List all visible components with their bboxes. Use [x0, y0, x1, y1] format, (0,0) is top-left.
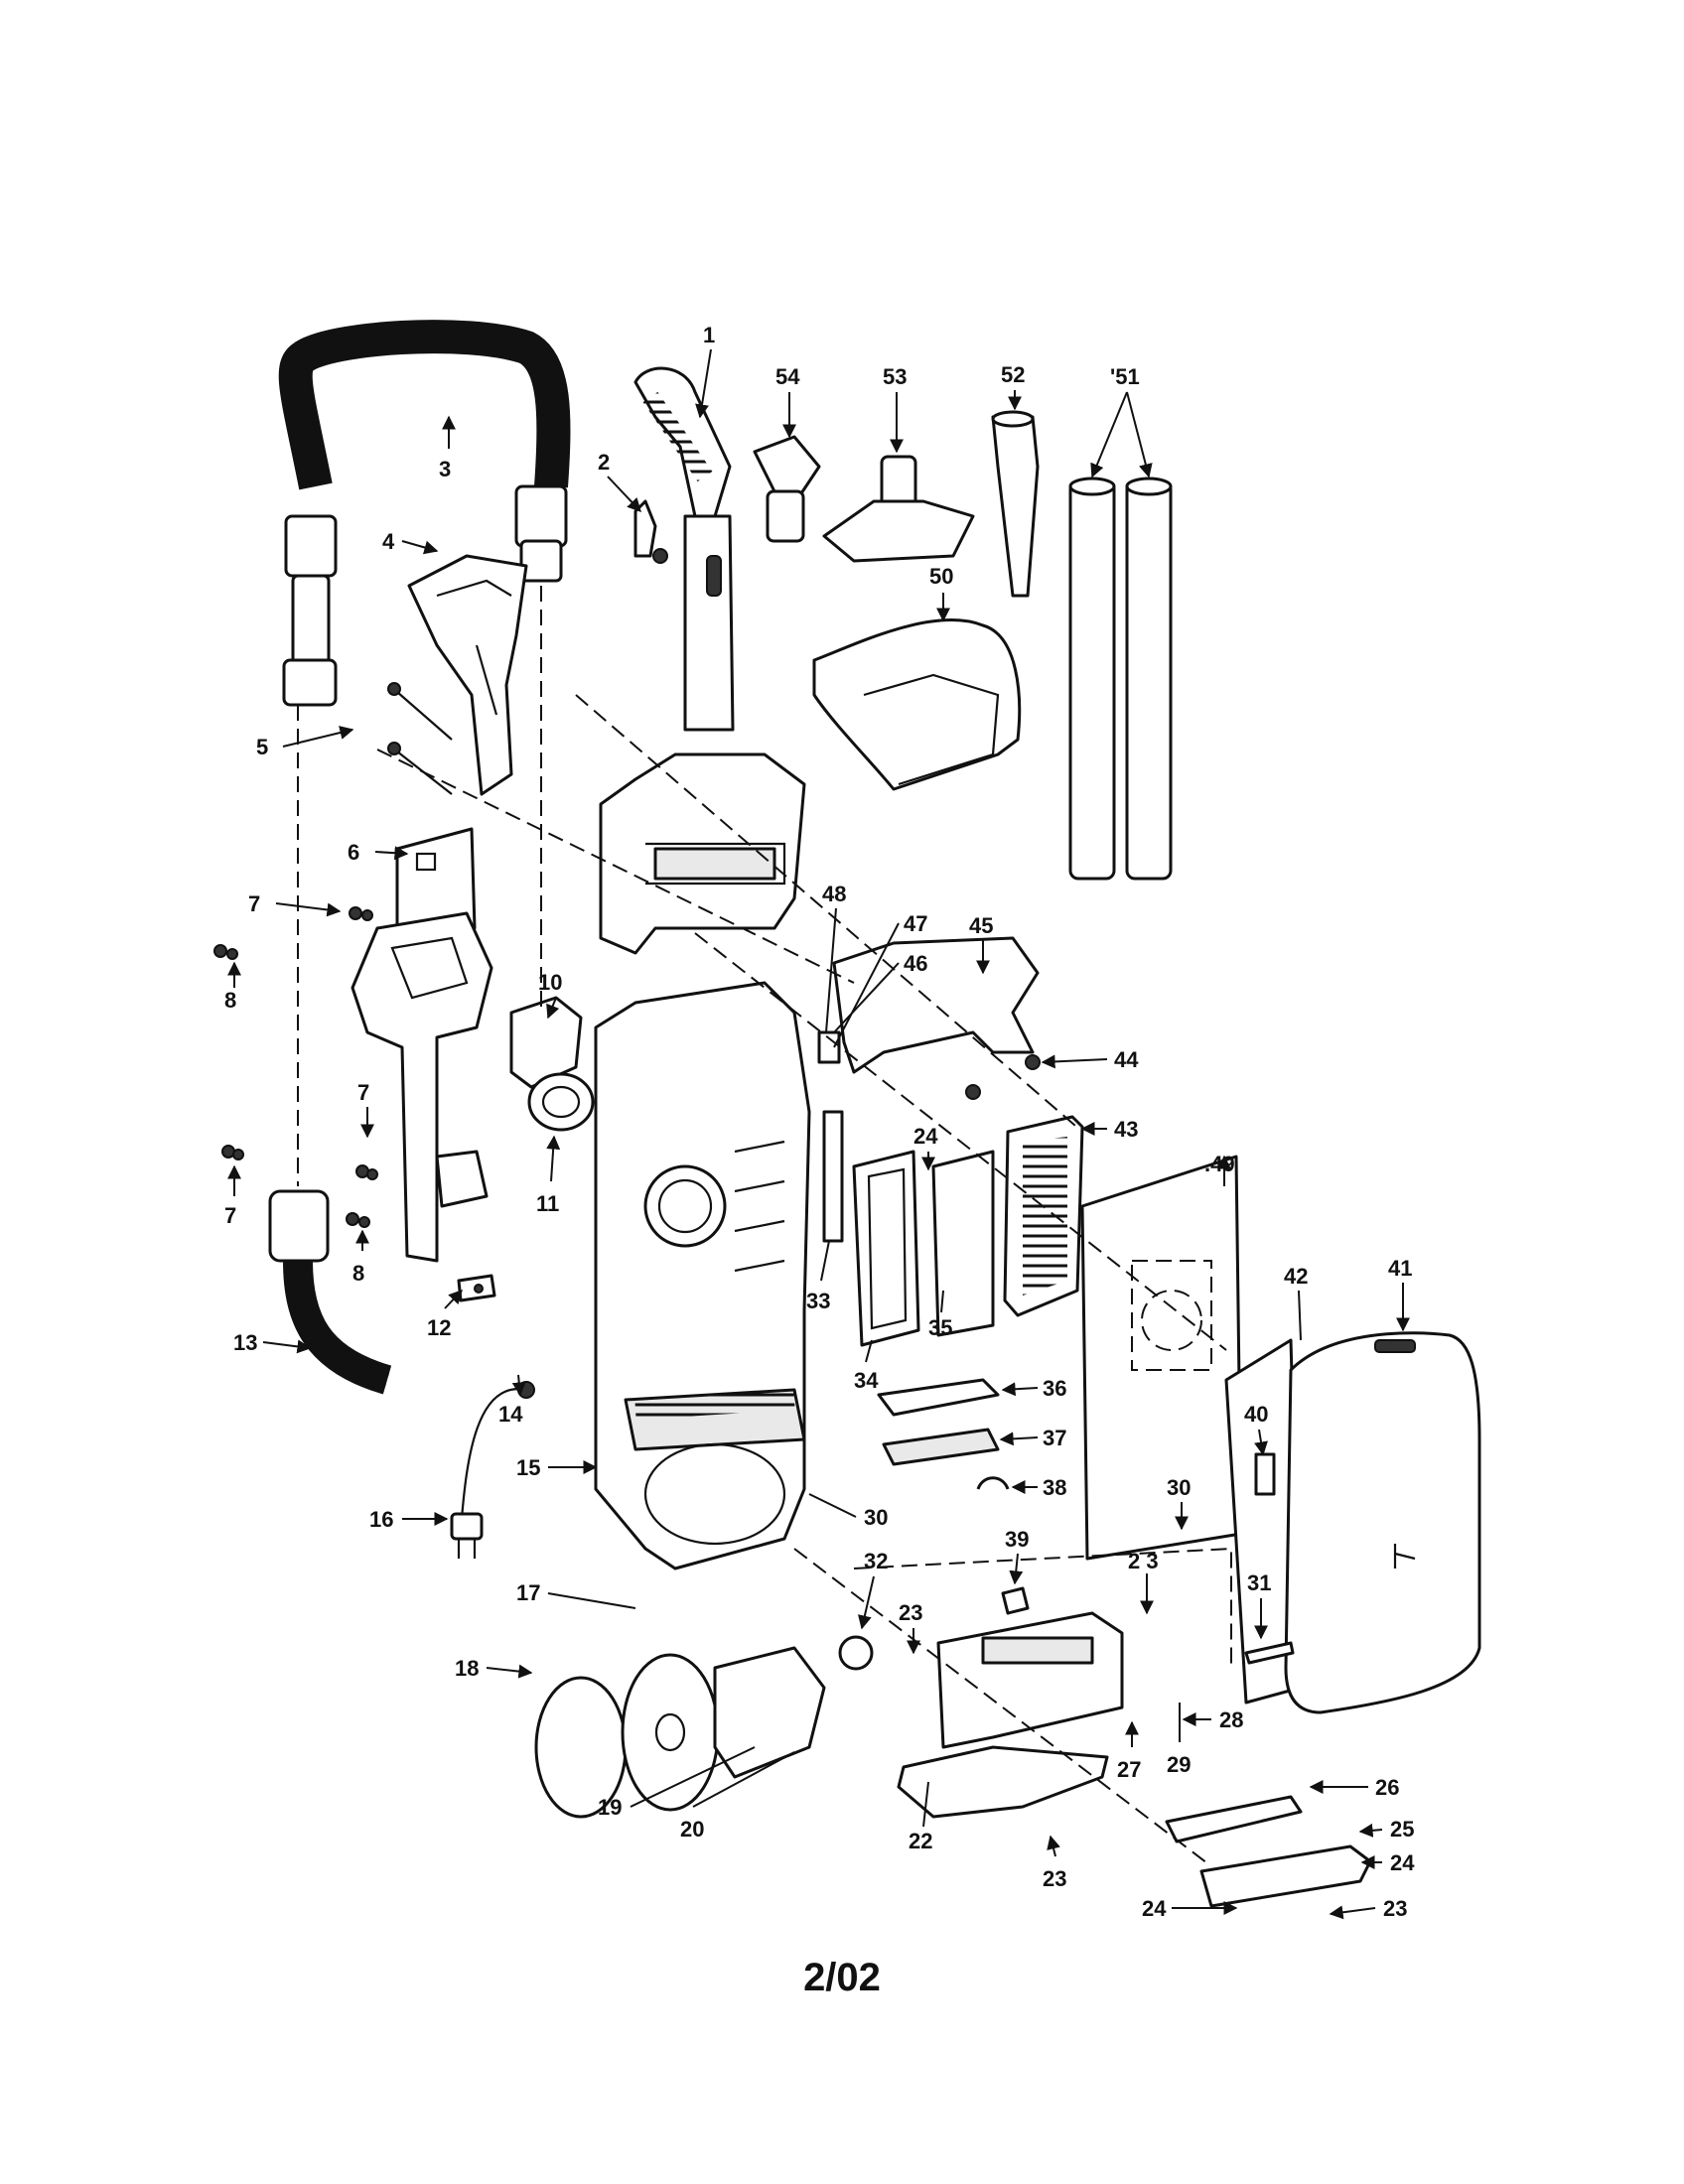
callout-15: 15	[516, 1455, 540, 1480]
callout-52: 52	[1001, 362, 1025, 387]
callout-40: 40	[1244, 1402, 1268, 1427]
screw-7-8-parts	[213, 906, 378, 1228]
rear-cover-part	[1224, 1331, 1481, 1714]
callout-4: 4	[382, 529, 395, 554]
main-body-part	[594, 981, 811, 1570]
callout-32: 32	[864, 1549, 888, 1573]
dusting-brush-part	[753, 435, 821, 543]
callout-24a: 24	[913, 1124, 938, 1149]
callout-48: 48	[822, 882, 846, 906]
callout-31: 31	[1247, 1570, 1271, 1595]
valve-part	[509, 996, 595, 1132]
top-cover-part	[812, 618, 1022, 791]
small-parts-46-48	[817, 1030, 844, 1243]
callout-30b: 30	[1167, 1475, 1191, 1500]
callout-51: '51	[1110, 364, 1140, 389]
hose-holder-part	[407, 554, 528, 796]
callout-17: 17	[516, 1580, 540, 1605]
callout-43: 43	[1114, 1117, 1138, 1142]
callout-33: 33	[806, 1289, 830, 1313]
callout-45: 45	[969, 913, 993, 938]
callout-23c: 23	[1043, 1866, 1066, 1891]
callout-27: 27	[1117, 1757, 1141, 1782]
upper-housing-part	[599, 752, 806, 955]
cord-bracket-part	[351, 911, 493, 1263]
handle-part	[633, 366, 735, 732]
callout-1: 1	[703, 323, 715, 347]
callout-7a: 7	[248, 891, 260, 916]
upholstery-tool-part	[822, 455, 975, 563]
carry-handle-part	[832, 936, 1040, 1074]
callout-25: 25	[1390, 1817, 1414, 1842]
callout-50: 50	[929, 564, 953, 589]
callout-38: 38	[1043, 1475, 1066, 1500]
base-nozzle-part	[897, 1611, 1124, 1819]
filter-parts-36-38	[877, 1378, 1010, 1490]
callout-23d: 23	[1383, 1896, 1407, 1921]
callout-labels: 1 2 3 4 5 6 7 8 7 7 8 10 11 12 13 14 15	[224, 323, 1415, 1921]
callout-5: 5	[256, 735, 268, 759]
cord-hook-part	[633, 499, 668, 564]
date-code: 2/02	[803, 1956, 881, 1999]
callout-8b: 8	[352, 1261, 364, 1286]
callout-53: 53	[883, 364, 907, 389]
motor-part	[534, 1646, 826, 1819]
wheel-39-part	[1001, 1586, 1030, 1615]
callout-7c: 7	[224, 1203, 236, 1228]
callout-29: 29	[1167, 1752, 1191, 1777]
callout-47: 47	[904, 911, 927, 936]
callout-22: 22	[909, 1829, 932, 1853]
callout-6: 6	[348, 840, 359, 865]
bumper-strips-part	[1165, 1795, 1372, 1908]
callout-34: 34	[854, 1368, 879, 1393]
callout-26: 26	[1375, 1775, 1399, 1800]
callout-13: 13	[233, 1330, 257, 1355]
callout-36: 36	[1043, 1376, 1066, 1401]
clip-31-part	[1244, 1641, 1295, 1665]
callout-39: 39	[1005, 1527, 1029, 1552]
callout-11: 11	[536, 1191, 559, 1216]
fastener-44-part	[965, 1054, 1041, 1100]
callout-46: 46	[904, 951, 927, 976]
callout-35: 35	[928, 1315, 952, 1340]
wand-pair-part	[1068, 477, 1173, 881]
crevice-tool-part	[991, 410, 1040, 598]
filter-frame-part	[852, 1150, 920, 1347]
latch-part	[457, 1274, 496, 1302]
callout-42: 42	[1284, 1264, 1308, 1289]
callout-37: 37	[1043, 1426, 1066, 1450]
callout-20: 20	[680, 1817, 704, 1842]
screw-5-part	[387, 682, 453, 795]
bag-panel-part	[1080, 1155, 1243, 1561]
callout-24c: 24	[1142, 1896, 1167, 1921]
callout-28: 28	[1219, 1707, 1243, 1732]
callout-54: 54	[775, 364, 800, 389]
callout-3: 3	[439, 457, 451, 481]
callout-30a: 30	[864, 1505, 888, 1530]
grille-filter-part	[1003, 1115, 1084, 1317]
callout-16: 16	[369, 1507, 393, 1532]
callout-8a: 8	[224, 988, 236, 1013]
callout-23b: 2 3	[1128, 1549, 1159, 1573]
callout-44: 44	[1114, 1047, 1139, 1072]
callout-10: 10	[538, 970, 562, 995]
bushing-part	[838, 1635, 874, 1671]
foam-filter-part	[931, 1150, 995, 1337]
callout-14: 14	[498, 1402, 523, 1427]
hose-part	[278, 320, 571, 707]
callout-7b: 7	[357, 1080, 369, 1105]
callout-41: 41	[1388, 1256, 1412, 1281]
callout-12: 12	[427, 1315, 451, 1340]
callout-49: .49	[1204, 1152, 1235, 1176]
assembly-lines	[297, 586, 1232, 1867]
callout-24b: 24	[1390, 1850, 1415, 1875]
callout-2: 2	[598, 450, 610, 475]
callout-23a: 23	[899, 1600, 922, 1625]
callout-18: 18	[455, 1656, 479, 1681]
callout-19: 19	[598, 1795, 622, 1820]
lower-hose-part	[268, 1189, 392, 1395]
